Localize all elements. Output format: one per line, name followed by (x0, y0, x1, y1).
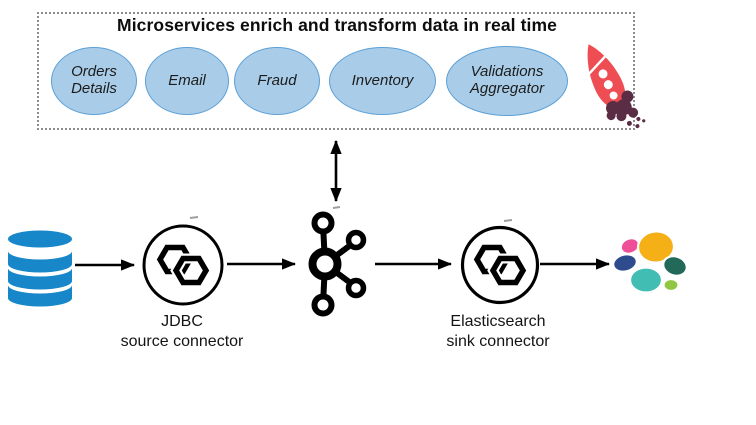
microservice-validations-aggregator: Validations Aggregator (446, 46, 568, 116)
kafka-connect-icon (156, 244, 212, 288)
microservice-label: Orders Details (71, 63, 117, 97)
microservice-label: Fraud (257, 71, 297, 89)
kafka-connect-icon (473, 244, 529, 288)
rocket-icon (587, 44, 646, 129)
database-icon (8, 230, 72, 307)
microservices-title: Microservices enrich and transform data … (117, 15, 557, 35)
elasticsearch-connector-label: Elasticsearch sink connector (408, 312, 588, 352)
kafka-icon (308, 211, 367, 317)
microservice-email: Email (145, 47, 229, 115)
microservice-inventory: Inventory (329, 47, 436, 115)
elasticsearch-logo (612, 230, 688, 294)
jdbc-connector-label: JDBC source connector (92, 312, 272, 352)
microservice-label: Validations Aggregator (469, 63, 545, 97)
microservice-label: Inventory (351, 71, 414, 89)
microservice-label: Email (168, 71, 206, 89)
stray-marks (189, 206, 513, 222)
jdbc-connector-label-line1: JDBC (161, 313, 203, 330)
elasticsearch-connector-label-line1: Elasticsearch (450, 313, 546, 330)
jdbc-source-connector-icon (142, 224, 224, 306)
flow-arrows (75, 139, 611, 271)
microservice-orders-details: Orders Details (51, 47, 137, 115)
jdbc-connector-label-line2: source connector (120, 333, 244, 350)
elasticsearch-connector-label-line2: sink connector (446, 333, 550, 350)
microservice-fraud: Fraud (234, 47, 320, 115)
elasticsearch-sink-connector-icon (460, 225, 540, 305)
